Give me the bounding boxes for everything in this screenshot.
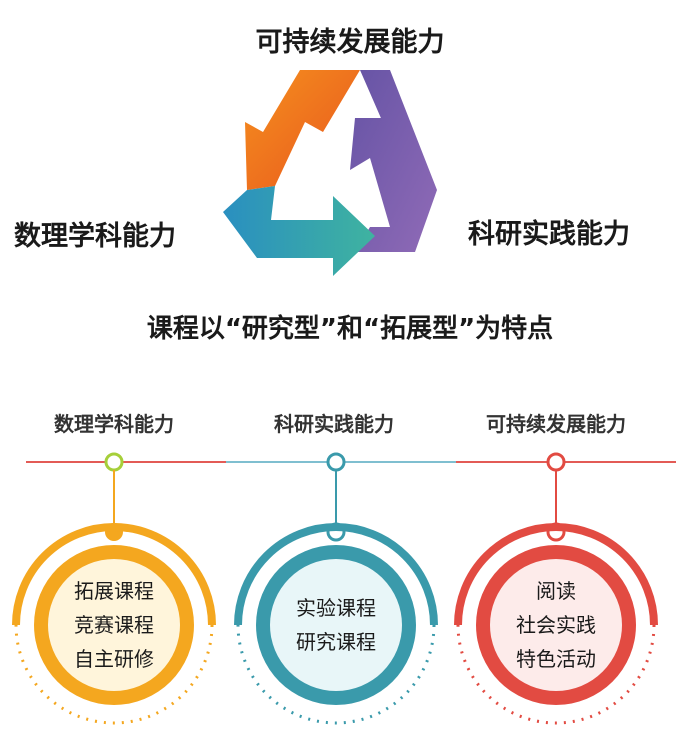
circle-item: 特色活动 [516,647,596,671]
curriculum-subtitle: 课程以“研究型”和“拓展型”为特点 [146,314,554,344]
circle-item: 阅读 [536,579,576,603]
column-sustainable-graphic [454,452,658,725]
circle-item: 自主研修 [74,647,154,671]
circle-item: 社会实践 [516,613,596,637]
recycle-cycle-diagram [223,70,437,276]
circle-math-items: 拓展课程 竞赛课程 自主研修 [34,574,194,676]
right-ability-label: 科研实践能力 [468,219,630,250]
circle-item: 实验课程 [296,596,376,620]
column-title-math: 数理学科能力 [54,412,174,436]
column-title-sustainable: 可持续发展能力 [486,412,626,436]
top-ability-label: 可持续发展能力 [255,27,445,58]
teal-arrow [223,186,375,276]
purple-arrow [350,70,437,252]
left-ability-label: 数理学科能力 [14,221,176,252]
circle-item: 拓展课程 [74,579,154,603]
orange-arrow [245,70,360,190]
column-title-research: 科研实践能力 [274,412,394,436]
column-research-graphic [234,452,438,725]
circle-research-items: 实验课程 研究课程 [256,591,416,659]
circle-item: 竞赛课程 [74,613,154,637]
circle-item: 研究课程 [296,630,376,654]
column-math-graphic [12,452,216,725]
circle-sustainable-items: 阅读 社会实践 特色活动 [476,574,636,676]
timeline-circles [12,452,676,725]
